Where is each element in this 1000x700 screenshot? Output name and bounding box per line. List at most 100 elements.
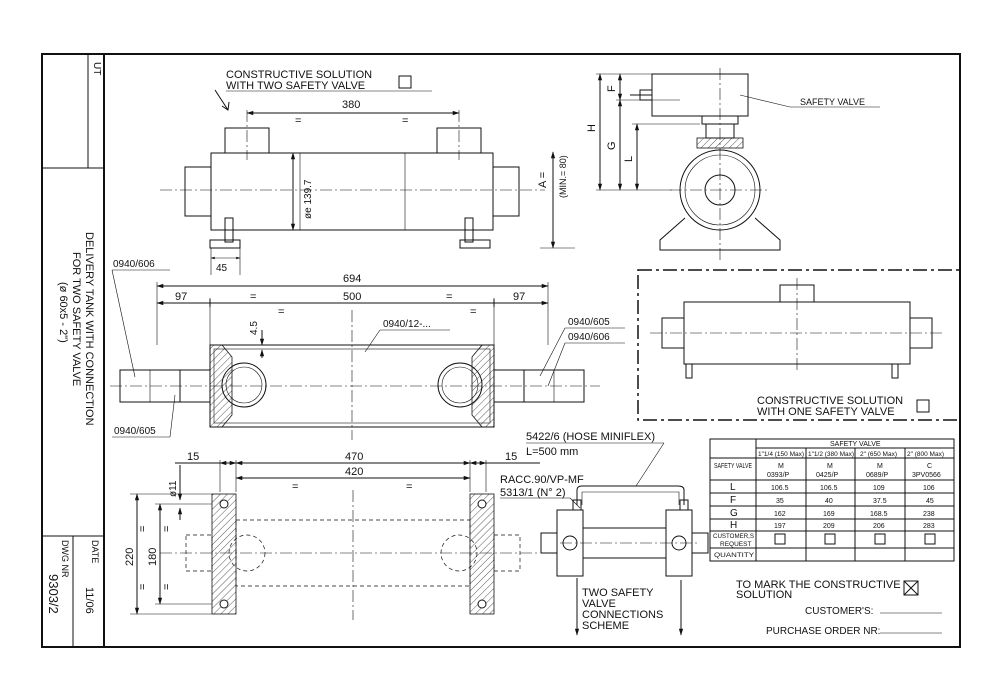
mark-instruction-line-1: TO MARK THE CONSTRUCTIVE: [736, 579, 901, 591]
table-cell-l-4: 106: [923, 485, 935, 492]
dim-eq-4: =: [446, 291, 452, 303]
order-number-label: PURCHASE ORDER NR:: [766, 626, 880, 637]
table-row-header-valve: SAFETY VALVE: [714, 463, 752, 470]
dim-eq-9: =: [137, 526, 149, 532]
dim-l: L: [623, 156, 635, 162]
dim-eq-1: =: [295, 115, 301, 127]
note-one-valve-line-1: CONSTRUCTIVE SOLUTION: [757, 395, 903, 407]
dim-eq-12: =: [161, 584, 173, 590]
table-col-header-2: 1"1/2 (380 Max): [808, 451, 854, 458]
scheme-caption-line-3: CONNECTIONS: [582, 609, 663, 621]
date-label: DATE: [90, 540, 100, 563]
table-row-label-g: G: [730, 508, 738, 519]
checkbox-two-valves[interactable]: [398, 75, 412, 89]
table-cell-l-1: 106.5: [771, 485, 789, 492]
title-block: UT DELIVERY TANK WITH CONNECTION FOR TWO…: [46, 62, 102, 614]
section-arrow-icon: [214, 89, 230, 111]
request-checkbox-1[interactable]: [774, 533, 786, 545]
table-cell-l-2: 106.5: [820, 485, 838, 492]
dim-eq-11: =: [161, 526, 173, 532]
valve-code-1-nr: 0393/P: [767, 472, 790, 479]
date-value: 11/06: [83, 587, 95, 614]
request-checkbox-2[interactable]: [824, 533, 836, 545]
ref-0940-605-left: 0940/605: [114, 426, 156, 437]
request-checkbox-4[interactable]: [924, 533, 936, 545]
valve-code-2-type: M: [827, 463, 833, 470]
scheme-caption-line-4: SCHEME: [582, 620, 629, 632]
racc-label-line-1: RACC.90/VP-MF: [500, 474, 584, 486]
valve-code-2-nr: 0425/P: [816, 472, 839, 479]
table-cell-f-4: 45: [926, 498, 934, 505]
dim-380: 380: [342, 99, 360, 111]
dim-h: H: [586, 124, 598, 132]
dim-15-left: 15: [187, 451, 199, 463]
revision-label: UT: [91, 62, 102, 75]
dim-g: G: [606, 141, 618, 150]
dim-f: F: [606, 85, 618, 92]
order-footer: TO MARK THE CONSTRUCTIVE SOLUTION CUSTOM…: [736, 579, 942, 637]
table-cell-h-3: 206: [873, 523, 885, 530]
top-view-two-valves: 380 = = øe 139.7 45 A = (MIN.= 80) CONST…: [160, 69, 575, 275]
ref-0940-606-right: 0940/606: [568, 332, 610, 343]
valve-table: SAFETY VALVE 1"1/4 (150 Max) 1"1/2 (380 …: [709, 438, 955, 562]
table-col-header-4: 2" (800 Max): [907, 451, 944, 458]
drawing-title-line-1: DELIVERY TANK WITH CONNECTION: [83, 232, 95, 426]
dim-eq-2: =: [402, 115, 408, 127]
table-cell-h-2: 209: [823, 523, 835, 530]
table-row-label-h: H: [730, 520, 737, 531]
drawing-title-line-2: FOR TWO SAFETY VALVE: [70, 252, 82, 386]
valve-code-1-type: M: [778, 463, 784, 470]
table-cell-h-4: 283: [923, 523, 935, 530]
ref-0940-606-top: 0940/606: [113, 259, 155, 270]
table-row-label-l: L: [730, 482, 736, 493]
dim-a: A =: [537, 172, 549, 188]
section-view: 694 97 500 97 = = = = 4.5 0940/606 0940/: [110, 259, 625, 440]
drawing-frame: [41, 53, 961, 648]
note-two-valves-line-2: WITH TWO SAFETY VALVE: [226, 80, 365, 92]
table-col-header-3: 2" (650 Max): [860, 451, 897, 458]
note-one-valve-line-2: WITH ONE SAFETY VALVE: [757, 406, 895, 418]
connections-scheme: 5422/6 (HOSE MINIFLEX) L=500 mm RACC.90/…: [500, 431, 709, 636]
mark-instruction-line-2: SOLUTION: [736, 589, 792, 601]
dim-694: 694: [343, 273, 361, 285]
ref-0940-12: 0940/12-...: [383, 319, 431, 330]
dwg-number-label: DWG NR: [60, 540, 70, 578]
cross-mark-icon: [903, 580, 919, 596]
table-group-header: SAFETY VALVE: [830, 441, 881, 448]
valve-code-3-type: M: [877, 463, 883, 470]
dim-220: 220: [124, 548, 136, 566]
bottom-view: 15 470 15 420 = = ø11 220 180 = = = =: [124, 451, 540, 620]
dim-a-min: (MIN.= 80): [558, 155, 568, 198]
dim-15-right: 15: [505, 451, 517, 463]
table-cell-f-2: 40: [825, 498, 833, 505]
dim-eq-7: =: [292, 481, 298, 493]
dim-diameter: øe 139.7: [303, 179, 314, 219]
dim-470: 470: [345, 451, 363, 463]
customer-label: CUSTOMER'S:: [805, 606, 873, 617]
side-view: F H G L SAFETY VALVE: [586, 68, 880, 262]
table-row-label-request-1: CUSTOMER,S: [713, 533, 755, 540]
dim-phi11: ø11: [168, 480, 179, 497]
one-valve-detail: CONSTRUCTIVE SOLUTION WITH ONE SAFETY VA…: [637, 269, 961, 421]
dim-eq-5: =: [278, 306, 284, 318]
request-checkbox-3[interactable]: [874, 533, 886, 545]
dim-180: 180: [147, 548, 159, 566]
hose-label-line-2: L=500 mm: [526, 446, 578, 458]
table-cell-g-4: 238: [923, 511, 935, 518]
dim-500: 500: [343, 291, 361, 303]
hose-label-line-1: 5422/6 (HOSE MINIFLEX): [526, 431, 655, 443]
dim-97-right: 97: [513, 291, 525, 303]
valve-code-4-type: C: [927, 463, 932, 470]
dim-45: 45: [216, 263, 228, 274]
table-row-label-f: F: [730, 495, 736, 506]
safety-valve-callout: SAFETY VALVE: [800, 97, 865, 107]
table-row-label-quantity: QUANTITY: [714, 552, 755, 559]
dim-eq-3: =: [250, 291, 256, 303]
table-cell-g-3: 168.5: [870, 511, 888, 518]
ref-0940-605-right: 0940/605: [568, 317, 610, 328]
note-two-valves-line-1: CONSTRUCTIVE SOLUTION: [226, 69, 372, 81]
valve-code-3-nr: 0689/P: [866, 472, 889, 479]
dim-4-5: 4.5: [249, 321, 260, 335]
checkbox-one-valve[interactable]: [916, 399, 930, 413]
